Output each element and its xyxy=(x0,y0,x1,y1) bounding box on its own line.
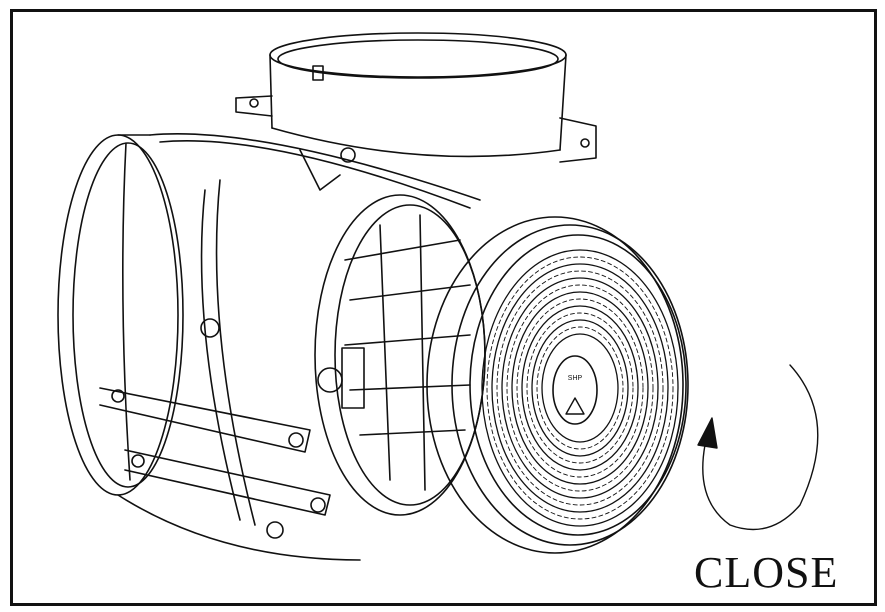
carbon-filter xyxy=(426,216,689,554)
direction-label: CLOSE xyxy=(694,548,839,597)
warning-triangle-icon xyxy=(565,397,585,415)
diagram-frame xyxy=(10,9,877,606)
rotation-arrow-icon xyxy=(697,364,819,531)
motor-housing xyxy=(57,133,481,561)
motor-cage xyxy=(314,194,486,516)
filter-marking: SHP xyxy=(568,375,583,382)
outlet-collar xyxy=(235,32,597,163)
